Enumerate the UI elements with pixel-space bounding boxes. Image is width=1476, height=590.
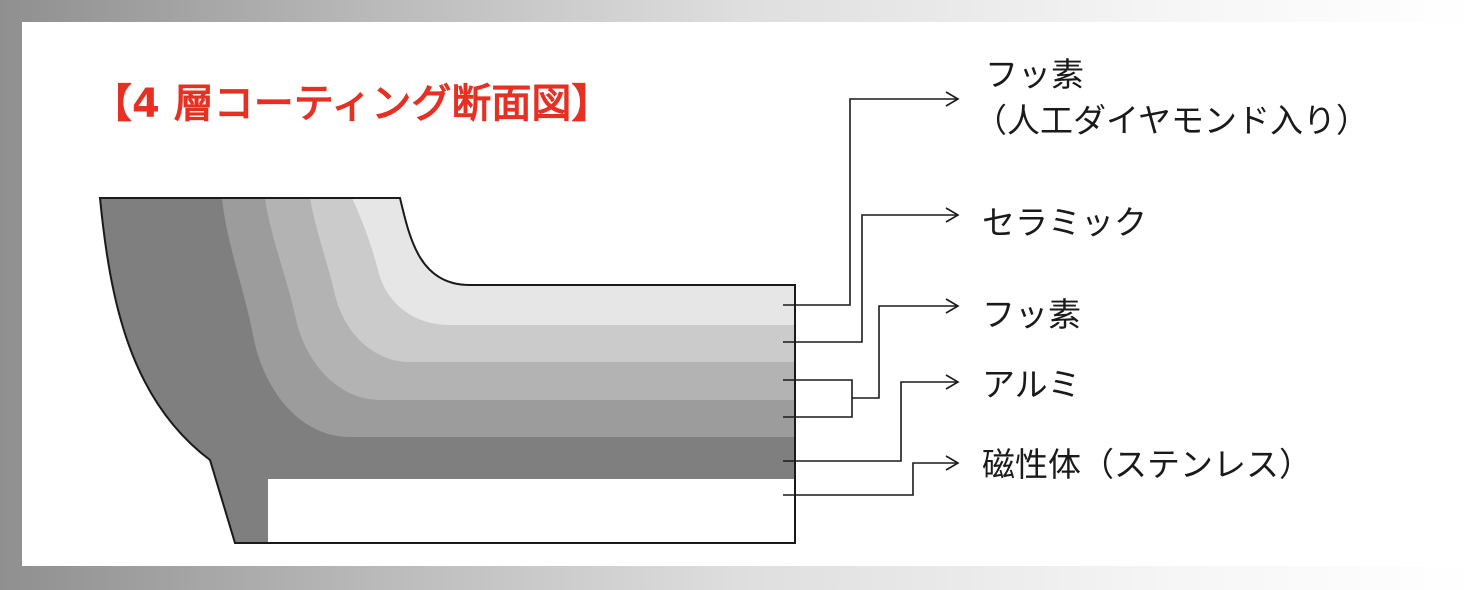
layer-band-fluorine-top (352, 198, 795, 325)
layer-label-fluorine-top: フッ素 (985, 55, 1084, 94)
arrow-head-fluorine-lower (945, 298, 960, 314)
page-title: 【4 層コーティング断面図】 (92, 81, 611, 127)
layer-label-stainless: 磁性体（ステンレス） (982, 445, 1312, 484)
layer-label-fluorine-lower: フッ素 (982, 295, 1081, 334)
leader-line-fluorine-top (783, 98, 958, 306)
arrow-head-stainless (945, 455, 960, 471)
layer-labels: フッ素 （人工ダイヤモンド入り） セラミック フッ素 アルミ 磁性体（ステンレス… (974, 55, 1369, 484)
leader-line-fluorine-lower (783, 305, 958, 418)
leader-lines (783, 91, 960, 496)
layer-sublabel-fluorine-top: （人工ダイヤモンド入り） (974, 101, 1369, 140)
leader-line-ceramic (783, 214, 958, 343)
layer-label-aluminum: アルミ (982, 365, 1081, 404)
cross-section (98, 197, 796, 544)
layer-label-ceramic: セラミック (982, 203, 1147, 242)
leader-line-stainless (783, 462, 958, 496)
arrow-head-ceramic (945, 207, 960, 223)
arrow-head-fluorine-top (945, 91, 960, 107)
leader-line-aluminum (783, 381, 958, 462)
cutaway-gap (268, 479, 795, 543)
cross-section-outline (98, 197, 796, 544)
arrow-head-aluminum (945, 374, 960, 390)
